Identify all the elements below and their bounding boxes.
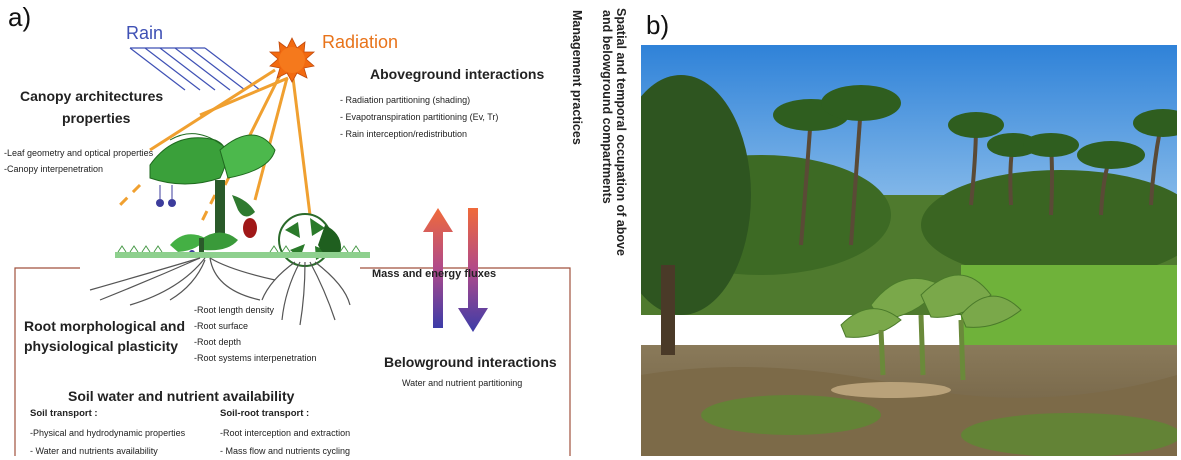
soil-root-item: -Root interception and extraction — [220, 428, 351, 438]
aboveground-title: Aboveground interactions — [370, 66, 545, 82]
soil-transport-item: - Water and nutrients availability — [30, 446, 158, 456]
vertical-line-3: Management practices — [570, 10, 584, 145]
root-title-line1: Root morphological and — [24, 318, 185, 334]
flux-arrow-down — [458, 208, 488, 332]
belowground-title: Belowground interactions — [384, 354, 557, 370]
canopy-list: -Leaf geometry and optical properties -C… — [4, 147, 153, 175]
radiation-label: Radiation — [322, 32, 399, 52]
soil-transport-item: -Physical and hydrodynamic properties — [30, 428, 186, 438]
canopy-item: -Canopy interpenetration — [4, 164, 104, 174]
diagram-graphics — [14, 37, 571, 456]
soil-root-transport-list: -Root interception and extraction - Mass… — [220, 424, 350, 460]
canopy-item: -Leaf geometry and optical properties — [4, 148, 154, 158]
photo-illustration — [641, 45, 1177, 456]
root-item: -Root surface — [194, 321, 249, 331]
canopy-title-line1: Canopy architectures — [20, 88, 164, 104]
vertical-line-1: Spatial and temporal occupation of above — [614, 8, 628, 256]
aboveground-item: - Evapotranspiration partitioning (Ev, T… — [340, 112, 499, 122]
vertical-caption: Spatial and temporal occupation of above… — [598, 8, 628, 438]
soil-outline — [14, 267, 571, 456]
roots-icon — [89, 257, 351, 326]
rain-label: Rain — [126, 23, 164, 43]
panel-b-label: b) — [646, 10, 670, 40]
agroforestry-photo — [641, 45, 1177, 456]
soil-root-item: - Mass flow and nutrients cycling — [220, 446, 351, 456]
sun-icon — [268, 37, 316, 83]
aboveground-list: - Radiation partitioning (shading) - Eva… — [340, 92, 498, 143]
belowground-subtitle: Water and nutrient partitioning — [402, 378, 523, 388]
rain-lines — [129, 47, 261, 91]
root-list: -Root length density -Root surface -Root… — [194, 302, 317, 366]
panel-a-label: a) — [8, 2, 32, 32]
vertical-line-2: and belowground compartments — [600, 10, 614, 204]
radiation-rays — [149, 68, 312, 216]
soil-transport-title: Soil transport : — [30, 408, 98, 419]
canopy-title-line2: properties — [62, 110, 131, 126]
shrub-icon — [278, 213, 341, 267]
banana-plant-icon — [149, 133, 276, 240]
grass-band — [115, 245, 370, 258]
flux-arrow-up — [423, 208, 453, 328]
vertical-caption-management: Management practices — [570, 10, 586, 440]
aboveground-item: - Rain interception/redistribution — [340, 129, 468, 139]
soil-transport-list: -Physical and hydrodynamic properties - … — [30, 424, 185, 460]
root-title-line2: physiological plasticity — [24, 338, 179, 354]
soil-title: Soil water and nutrient availability — [68, 388, 295, 404]
soil-root-transport-title: Soil-root transport : — [220, 408, 310, 419]
root-item: -Root depth — [194, 337, 242, 347]
fluxes-label: Mass and energy fluxes — [372, 268, 497, 280]
root-item: -Root length density — [194, 305, 275, 315]
root-item: -Root systems interpenetration — [194, 353, 317, 363]
dashed-rays — [113, 183, 217, 226]
aboveground-item: - Radiation partitioning (shading) — [340, 95, 471, 105]
